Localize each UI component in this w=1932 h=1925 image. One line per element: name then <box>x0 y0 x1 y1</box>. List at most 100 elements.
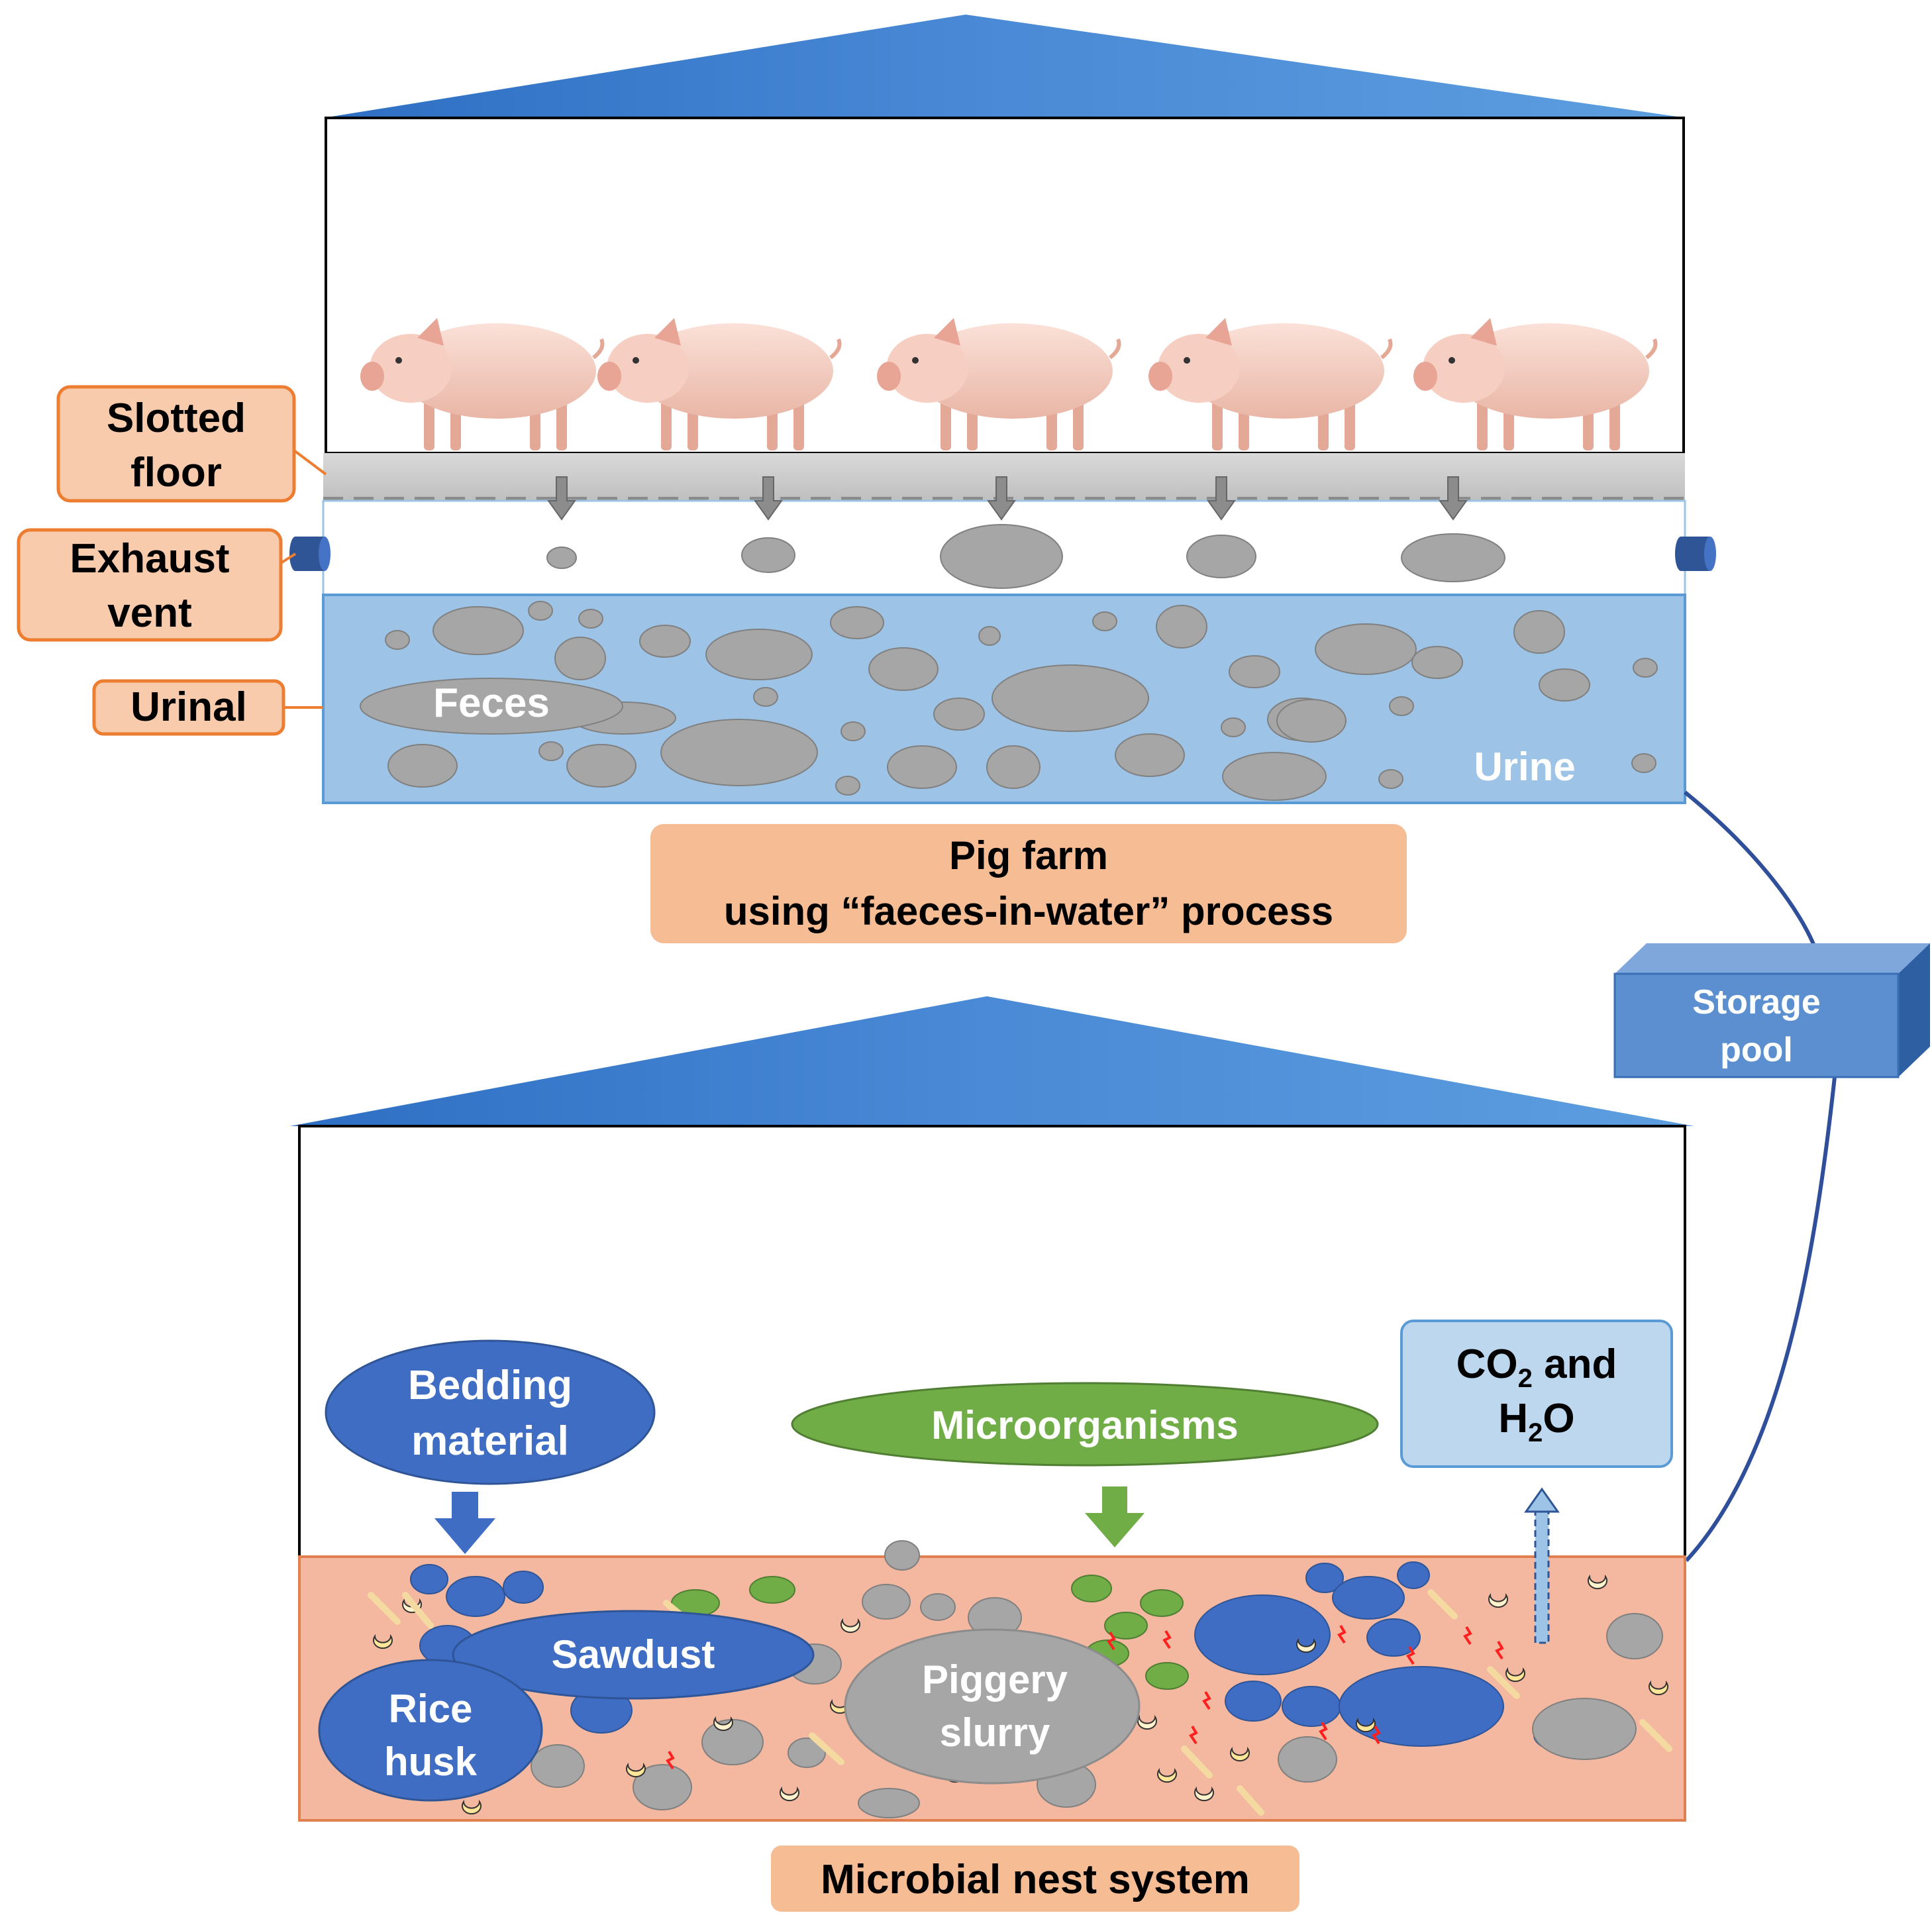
feces-blob <box>1229 655 1280 688</box>
feces-blob <box>753 687 778 707</box>
slurry-pipe <box>1684 790 1837 1563</box>
microbe-particle <box>1145 1662 1189 1690</box>
down-arrow <box>1207 476 1236 521</box>
gas-release-arrow <box>1524 1487 1560 1644</box>
svg-text:using “faeces-in-water” proces: using “faeces-in-water” process <box>724 889 1333 933</box>
pig-ear <box>417 318 444 346</box>
sawdust-rod <box>1181 1745 1213 1779</box>
reaction-spark <box>1463 1626 1472 1645</box>
microorganisms-arrow <box>1085 1486 1144 1547</box>
feces-drop <box>1401 533 1505 582</box>
pig-eye <box>1449 357 1455 364</box>
pig-tail <box>1380 338 1393 360</box>
svg-text:Slotted: Slotted <box>107 395 246 441</box>
pig-eye <box>633 357 639 364</box>
microbe-particle <box>1104 1612 1148 1639</box>
pig-head <box>886 334 968 403</box>
feces-blob <box>566 744 636 788</box>
feces-blob <box>387 744 458 788</box>
svg-text:Microorganisms: Microorganisms <box>931 1403 1238 1447</box>
slurry-particle <box>531 1744 585 1788</box>
pig-eye <box>912 357 919 364</box>
feces-label: Feces <box>433 680 550 726</box>
feces-blob <box>1411 646 1463 679</box>
pig-body <box>914 323 1113 419</box>
pig-farm-caption: Pig farm using “faeces-in-water” process <box>650 824 1407 943</box>
feces-drop <box>1186 535 1256 578</box>
down-arrow <box>754 476 783 521</box>
down-arrow <box>1439 476 1468 521</box>
feces-blob <box>1156 605 1207 649</box>
svg-text:Microbial nest system: Microbial nest system <box>821 1857 1250 1902</box>
feces-blob <box>1222 752 1327 801</box>
reaction-spark <box>1202 1691 1211 1710</box>
sawdust-rod <box>1639 1719 1672 1752</box>
feces-blob <box>538 741 564 761</box>
microbe-particle <box>749 1576 795 1604</box>
husk-flake <box>1157 1767 1177 1783</box>
husk-flake <box>1137 1714 1157 1730</box>
sawdust-rod <box>1427 1589 1458 1620</box>
husk-flake <box>1194 1786 1214 1802</box>
svg-text:Bedding: Bedding <box>408 1363 572 1408</box>
exhaust-vent-right <box>1675 537 1716 571</box>
husk-flake <box>373 1634 393 1649</box>
pig-snout <box>877 362 901 391</box>
feces-blob <box>835 776 860 796</box>
svg-text:CO2 and: CO2 and <box>1456 1341 1617 1393</box>
svg-text:pool: pool <box>1720 1031 1793 1069</box>
slurry-particle <box>1606 1613 1663 1659</box>
pig-ear <box>1205 318 1232 346</box>
feces-blob <box>1378 769 1403 789</box>
feces-blob <box>887 745 957 789</box>
feces-blob <box>1389 696 1414 716</box>
falling-feces-group <box>546 476 1505 589</box>
co2-h2o-box: CO2 and H2O <box>1400 1320 1673 1644</box>
reaction-spark <box>1107 1631 1116 1651</box>
svg-text:Piggery: Piggery <box>922 1657 1068 1702</box>
nest-particles-group <box>368 1540 1672 1818</box>
sawdust-rod <box>368 1592 401 1625</box>
piggery-slurry-node: Piggery slurry <box>844 1628 1141 1785</box>
pig-tail <box>1645 338 1658 360</box>
feces-blob <box>840 721 866 741</box>
pig-head <box>1158 334 1240 403</box>
feces-blob <box>1276 699 1347 743</box>
husk-flake <box>780 1786 799 1802</box>
feces-blob <box>1633 658 1658 678</box>
pig-tail <box>829 338 842 360</box>
svg-text:Exhaust: Exhaust <box>70 536 229 582</box>
feces-blob <box>986 745 1041 789</box>
pig-tail <box>1109 338 1121 360</box>
sawdust-rod <box>1237 1785 1264 1816</box>
husk-flake <box>1230 1746 1250 1762</box>
svg-text:slurry: slurry <box>940 1710 1050 1755</box>
reaction-spark <box>666 1750 675 1770</box>
feces-blob <box>1539 668 1590 702</box>
feces-blob-large <box>360 678 623 735</box>
bedding-particle <box>503 1571 544 1604</box>
feces-blob <box>1221 717 1246 737</box>
feces-blob <box>432 606 524 655</box>
husk-flake <box>1296 1638 1316 1653</box>
feces-blob <box>660 719 818 786</box>
slurry-particle <box>920 1593 956 1621</box>
urine-label: Urine <box>1474 745 1575 789</box>
svg-text:Urinal: Urinal <box>130 684 247 730</box>
feces-drop <box>546 546 577 569</box>
pig-snout <box>1413 362 1437 391</box>
pig-farm-panel: Feces Urine Slotted floor Exhaust vent U… <box>17 15 1716 943</box>
husk-flake <box>713 1716 733 1732</box>
pig-tail <box>592 338 605 360</box>
pig-body <box>397 323 596 419</box>
pig-icon <box>877 318 1121 450</box>
slotted-floor-callout: Slotted floor <box>56 385 327 503</box>
bedding-particle <box>410 1564 448 1594</box>
feces-blob <box>385 630 410 650</box>
down-arrow <box>987 476 1016 521</box>
svg-text:husk: husk <box>384 1740 478 1784</box>
bedding-particle <box>1282 1686 1341 1727</box>
slurry-particle <box>788 1738 826 1768</box>
bedding-particle <box>446 1576 505 1617</box>
feces-blob <box>639 625 691 658</box>
